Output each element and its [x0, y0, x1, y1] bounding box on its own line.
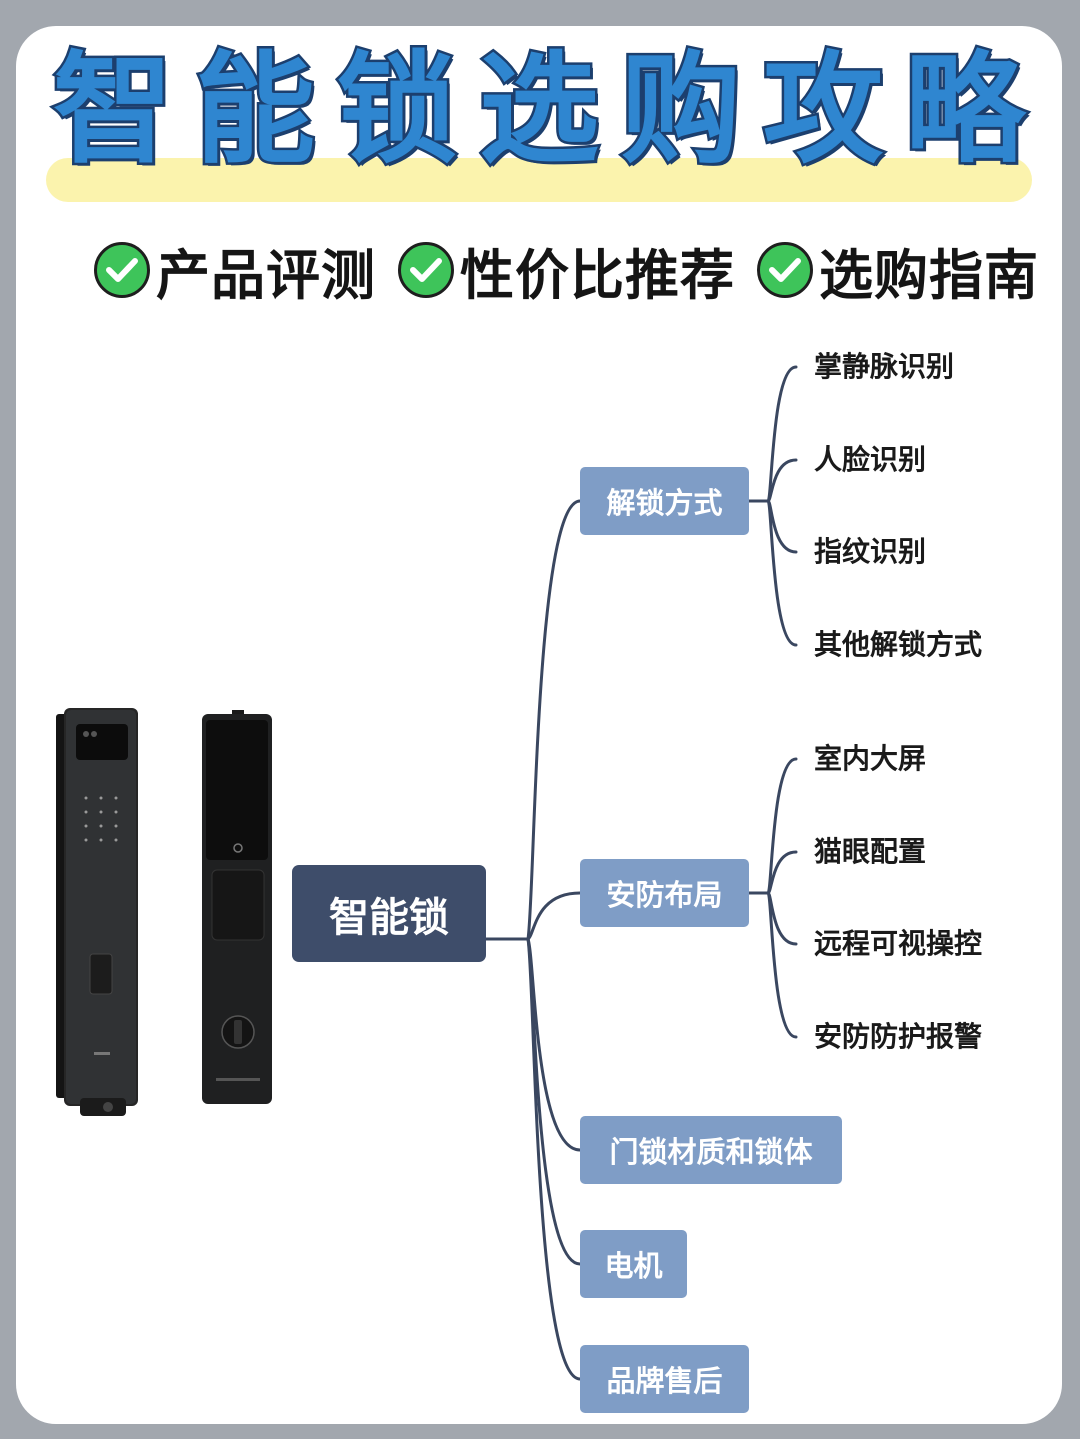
- connector-line: [526, 937, 582, 1381]
- mindmap-leaf: 人脸识别: [814, 443, 927, 476]
- mindmap-branch: 安防布局: [580, 859, 749, 927]
- connector-line: [766, 499, 798, 647]
- tag-item: 产品评测: [94, 231, 376, 310]
- checkmark-icon: [398, 242, 454, 298]
- tag-label: 产品评测: [156, 243, 376, 307]
- mindmap-leaf: 指纹识别: [814, 535, 927, 568]
- mindmap-leaf: 远程可视操控: [814, 927, 983, 960]
- title-char: 选: [477, 41, 602, 180]
- smart-lock-front-image: [56, 708, 138, 1116]
- mindmap-leaf: 室内大屏: [814, 742, 927, 775]
- title-char: 购: [619, 41, 744, 180]
- mindmap-branch: 电机: [580, 1230, 687, 1298]
- tag-item: 性价比推荐: [398, 231, 735, 310]
- mindmap-leaf: 安防防护报警: [814, 1020, 983, 1053]
- connector-line: [766, 757, 798, 895]
- mindmap-root: 智能锁: [292, 865, 486, 962]
- title-char: 能: [193, 41, 318, 180]
- title-char: 智: [51, 41, 176, 180]
- connector-line: [526, 891, 582, 941]
- title-char: 锁: [335, 41, 460, 180]
- title-char: 略: [903, 41, 1028, 180]
- tag-label: 性价比推荐: [460, 243, 735, 307]
- smart-lock-side-image: [202, 710, 272, 1104]
- mindmap-branch: 品牌售后: [580, 1345, 749, 1413]
- mindmap-leaf: 猫眼配置: [814, 835, 927, 868]
- connector-line: [766, 891, 798, 1039]
- checkmark-icon: [757, 242, 813, 298]
- tag-label: 选购指南: [819, 243, 1039, 307]
- title-char: 攻: [761, 41, 886, 180]
- tag-row: 产品评测 性价比推荐 选购指南: [94, 232, 1039, 308]
- page-title: 智 能 锁 选 购 攻 略: [16, 36, 1062, 186]
- connector-line: [526, 499, 582, 941]
- poster-card: 智 能 锁 选 购 攻 略 产品评测 性价比推荐 选购指南: [16, 26, 1062, 1424]
- mindmap-branch: 门锁材质和锁体: [580, 1116, 842, 1184]
- title-highlight: [46, 158, 1032, 202]
- connector-line: [766, 365, 798, 503]
- mindmap-branch: 解锁方式: [580, 467, 749, 535]
- checkmark-icon: [94, 242, 150, 298]
- mindmap-leaf: 其他解锁方式: [814, 628, 983, 661]
- tag-item: 选购指南: [757, 231, 1039, 310]
- mindmap-leaf: 掌静脉识别: [814, 350, 955, 383]
